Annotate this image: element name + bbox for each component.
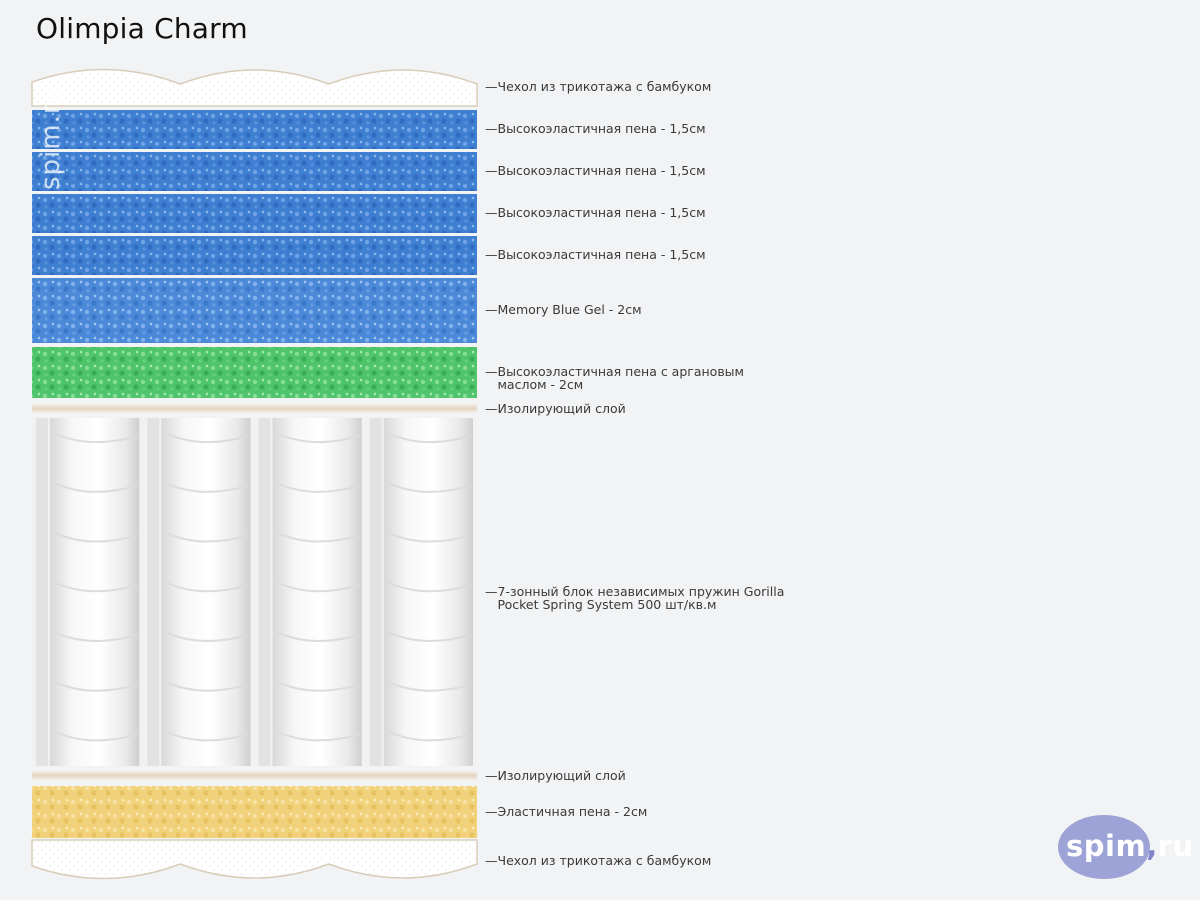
layer-label-text: Высокоэластичная пена - 1,5см [497,205,706,220]
spring-wrap-line [51,629,138,642]
spring-wrap-line [51,530,138,543]
layer-7-foam-green [32,347,477,398]
leader-dash: — [485,302,498,317]
spring-seam [258,418,271,766]
layer-5-foam-blue [32,236,477,275]
layer-6-gel-blue [32,278,477,343]
spring-wrap-line [274,729,361,742]
layer-label-text: Высокоэластичная пена - 1,5см [497,121,706,136]
layer-label-text: Memory Blue Gel - 2см [497,302,642,317]
leader-dash: — [485,584,498,599]
logo-bubble [1058,815,1150,879]
spring-wrap-line [385,530,472,543]
leader-dash: — [485,853,498,868]
spring-wrap-line [385,580,472,593]
layer-label-text: Изолирующий слой [497,401,626,416]
spring-wrap-line [51,729,138,742]
spring-wrap-line [274,480,361,493]
leader-dash: — [485,79,498,94]
spring-wrap-line [162,729,249,742]
spring-wrap-line [274,629,361,642]
leader-dash: — [485,768,498,783]
layer-label-text: Чехол из трикотажа с бамбуком [497,79,712,94]
logo-text: spim,ru [1066,829,1194,863]
spring-wrap-line [385,629,472,642]
spring-wrap-line [162,629,249,642]
layer-label-12: —Чехол из трикотажа с бамбуком [485,854,795,867]
layer-2-foam-blue [32,110,477,149]
layer-label-11: —Эластичная пена - 2см [485,805,795,818]
layer-label-5: —Высокоэластичная пена - 1,5см [485,248,795,261]
logo-tld: ru [1157,829,1194,863]
layer-12-cover-bottom [31,839,478,880]
layer-label-9: —7-зонный блок независимых пружин Gorill… [485,585,795,611]
spring-wrap-line [385,431,472,444]
layer-label-text: Изолирующий слой [497,768,626,783]
spring-wrap-line [51,431,138,444]
layer-label-text: Высокоэластичная пена с аргановым маслом… [497,364,744,392]
layer-label-6: —Memory Blue Gel - 2см [485,303,795,316]
leader-dash: — [485,121,498,136]
layer-8-insulating [32,404,477,413]
layer-1-cover-top [31,68,478,107]
leader-dash: — [485,163,498,178]
spring-wrap-line [51,480,138,493]
layer-label-3: —Высокоэластичная пена - 1,5см [485,164,795,177]
layer-4-foam-blue [32,194,477,233]
watermark: spim.ru [36,84,66,190]
spring-wrap-line [162,530,249,543]
layer-10-insulating [32,771,477,780]
leader-dash: — [485,804,498,819]
page-title: Olimpia Charm [36,12,248,45]
layer-11-foam-yellow [32,786,477,838]
spring-wrap-line [162,679,249,692]
leader-dash: — [485,247,498,262]
leader-dash: — [485,364,498,379]
layer-label-text: Чехол из трикотажа с бамбуком [497,853,712,868]
spring-wrap-line [51,580,138,593]
spring-wrap-line [385,729,472,742]
logo-separator: , [1146,829,1158,863]
layer-label-text: Высокоэластичная пена - 1,5см [497,247,706,262]
logo-brand: spim [1066,829,1147,863]
spring-wrap-line [51,679,138,692]
spring-wrap-line [274,530,361,543]
spring-wrap-line [385,679,472,692]
spring-wrap-line [162,480,249,493]
layer-label-text: Эластичная пена - 2см [497,804,648,819]
layer-label-text: Высокоэластичная пена - 1,5см [497,163,706,178]
spring-wrap-line [162,431,249,444]
spring-seam [147,418,160,766]
layer-label-4: —Высокоэластичная пена - 1,5см [485,206,795,219]
layer-label-1: —Чехол из трикотажа с бамбуком [485,80,795,93]
leader-dash: — [485,205,498,220]
spring-wrap-line [274,580,361,593]
layer-label-2: —Высокоэластичная пена - 1,5см [485,122,795,135]
layer-label-10: —Изолирующий слой [485,769,795,782]
spring-seam [36,418,48,766]
layer-9-springs [32,418,477,766]
layer-label-8: —Изолирующий слой [485,402,795,415]
spring-wrap-line [274,431,361,444]
spring-seam [369,418,382,766]
spim-logo: spim,ru [1058,815,1193,881]
layer-3-foam-blue [32,152,477,191]
spring-wrap-line [274,679,361,692]
leader-dash: — [485,401,498,416]
spring-wrap-line [162,580,249,593]
layer-label-text: 7-зонный блок независимых пружин Gorilla… [497,584,785,612]
spring-wrap-line [385,480,472,493]
layer-label-7: —Высокоэластичная пена с аргановым масло… [485,365,795,391]
